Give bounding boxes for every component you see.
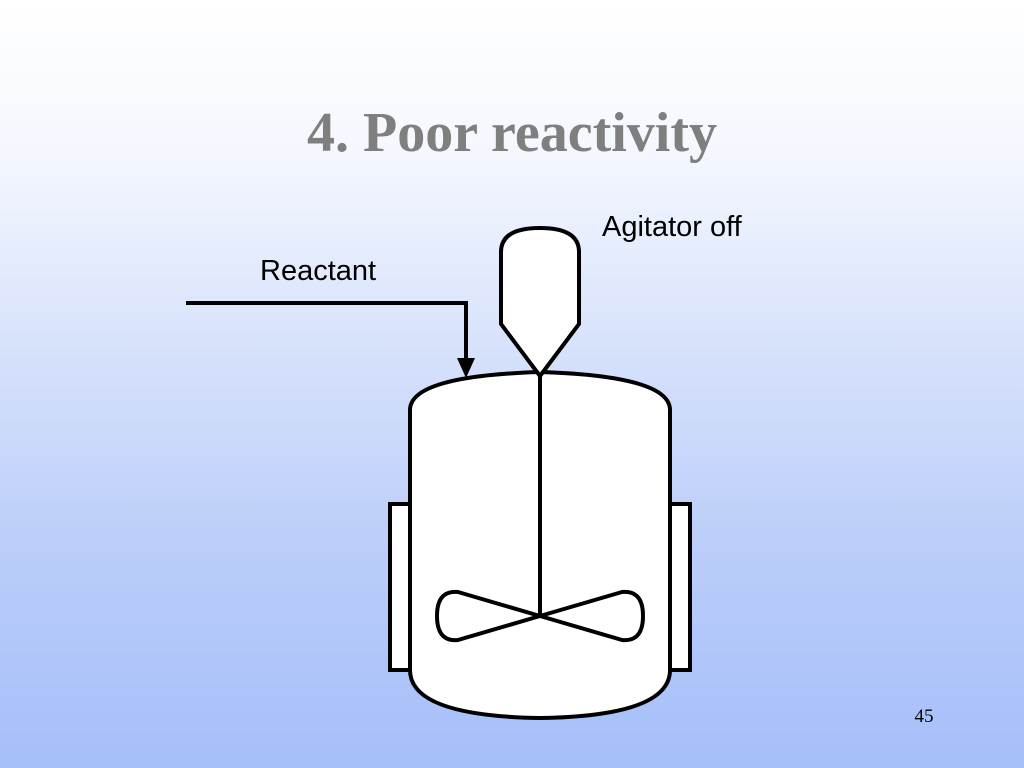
agitator-label: Agitator off (602, 211, 742, 243)
impeller-blade-left (435, 589, 542, 643)
slide-title: 4. Poor reactivity (306, 102, 718, 164)
agitator-motor (499, 225, 581, 380)
reactant-feed-line (186, 301, 468, 362)
reactant-label: Reactant (260, 255, 377, 287)
page-number: 45 (914, 706, 934, 727)
reactant-arrowhead (457, 358, 475, 378)
impeller-blade-right (538, 589, 645, 643)
